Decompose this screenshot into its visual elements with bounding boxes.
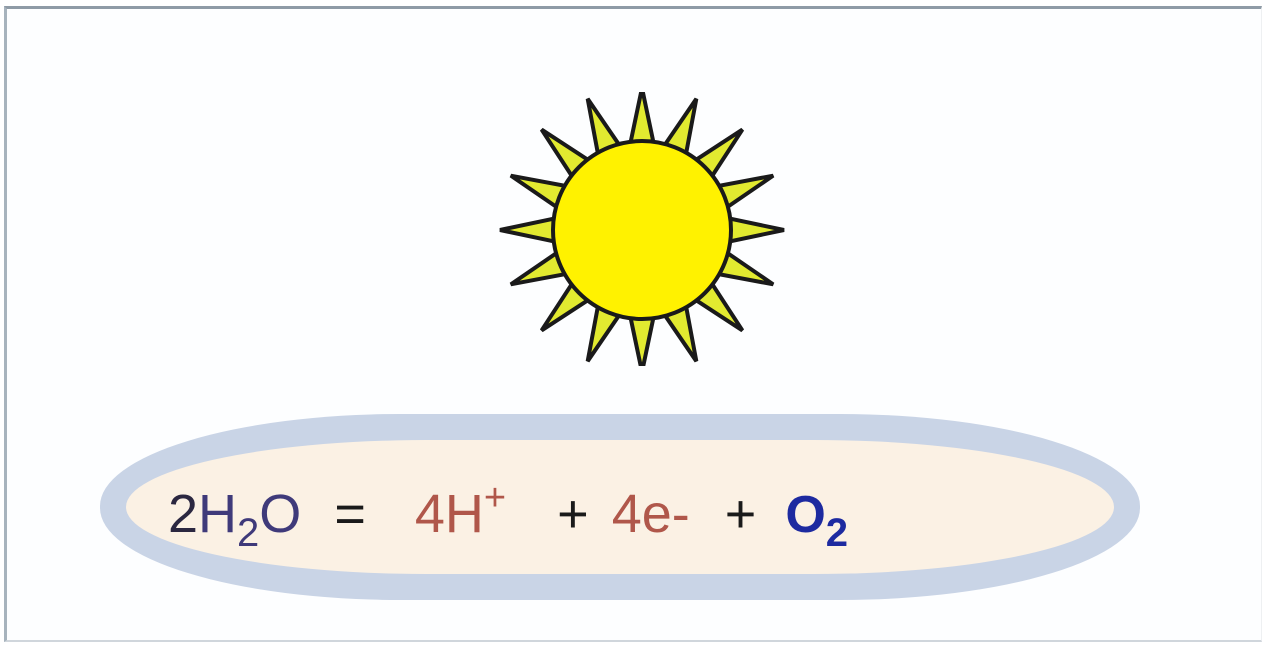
- water-hydrogen: H: [198, 484, 238, 544]
- proton-term: 4H: [414, 484, 484, 544]
- oxygen-subscript: 2: [825, 511, 849, 555]
- water-coefficient: 2: [168, 484, 199, 544]
- plus-sign-1: +: [557, 484, 589, 544]
- proton-charge: +: [483, 477, 507, 519]
- plus-sign-2: +: [724, 484, 757, 544]
- water-splitting-equation: 2H2O = 4H+ + 4e- + O2: [168, 474, 848, 555]
- electron-term: 4e-: [611, 484, 690, 544]
- oxygen-molecule: O: [785, 486, 826, 544]
- sun-icon: [499, 92, 785, 366]
- sun-core: [551, 139, 733, 321]
- water-hydrogen-subscript: 2: [237, 511, 260, 555]
- water-oxygen: O: [259, 484, 302, 544]
- equation-inner-capsule: [126, 440, 1114, 574]
- equals-sign: =: [334, 484, 366, 544]
